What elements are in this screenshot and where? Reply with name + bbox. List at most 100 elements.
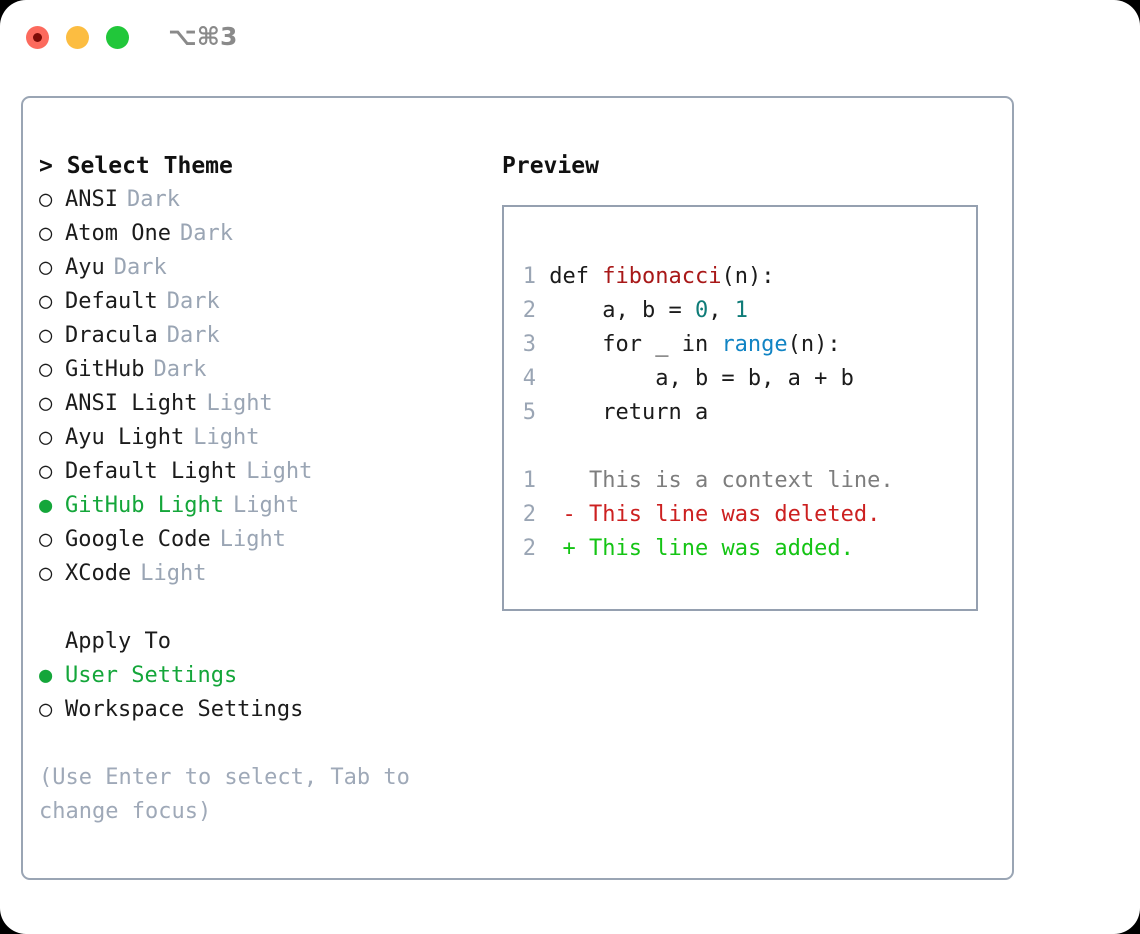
- apply-to-option-label: Workspace Settings: [65, 697, 304, 722]
- theme-variant-badge: Dark: [166, 323, 220, 348]
- theme-variant-badge: Light: [206, 391, 273, 416]
- radio-selected-icon[interactable]: ●: [39, 663, 53, 688]
- list-gap: [39, 591, 479, 625]
- theme-list-item[interactable]: ○ Ayu Dark: [39, 251, 479, 285]
- theme-variant-badge: Light: [232, 493, 300, 518]
- radio-unselected-icon[interactable]: ○: [39, 187, 53, 212]
- line-number: 5: [522, 400, 536, 425]
- radio-unselected-icon[interactable]: ○: [39, 289, 53, 314]
- theme-list-item[interactable]: ○ Ayu Light Light: [39, 421, 479, 455]
- theme-variant-badge: Light: [193, 425, 260, 450]
- close-window-button[interactable]: [26, 26, 49, 49]
- radio-unselected-icon[interactable]: ○: [39, 391, 53, 416]
- diff-text: This is a context line.: [589, 468, 894, 493]
- theme-variant-badge: Dark: [166, 289, 220, 314]
- diff-text: This line was deleted.: [589, 502, 881, 527]
- radio-unselected-icon[interactable]: ○: [39, 561, 53, 586]
- code-line: 4 a, b = b, a + b: [518, 362, 894, 396]
- theme-name: ANSI: [65, 187, 118, 212]
- line-number: 1: [522, 468, 536, 493]
- theme-list-item[interactable]: ○ XCode Light: [39, 557, 479, 591]
- code-token: a, b =: [549, 298, 695, 323]
- line-number: 4: [522, 366, 536, 391]
- theme-name: Ayu Light: [65, 425, 185, 450]
- theme-name: Ayu: [65, 255, 105, 280]
- code-line: 3 for _ in range(n):: [518, 328, 894, 362]
- code-token: (n):: [721, 264, 775, 289]
- radio-unselected-icon[interactable]: ○: [39, 357, 53, 382]
- code-token: fibonacci: [602, 264, 722, 289]
- code-token: return a: [549, 400, 709, 425]
- radio-unselected-icon[interactable]: ○: [39, 697, 53, 722]
- code-line: 2 a, b = 0, 1: [518, 294, 894, 328]
- theme-list-item[interactable]: ○ Dracula Dark: [39, 319, 479, 353]
- code-line: 1 def fibonacci(n):: [518, 260, 894, 294]
- line-number: 2: [522, 298, 536, 323]
- apply-to-list-item[interactable]: ● User Settings: [39, 659, 479, 693]
- line-number: 3: [522, 332, 536, 357]
- theme-name: GitHub Light: [65, 493, 224, 518]
- theme-variant-badge: Dark: [126, 187, 180, 212]
- diff-line: 2 - This line was deleted.: [518, 498, 894, 532]
- code-blank-line: [518, 430, 894, 464]
- radio-unselected-icon[interactable]: ○: [39, 255, 53, 280]
- minimize-window-button[interactable]: [66, 26, 89, 49]
- theme-variant-badge: Light: [219, 527, 286, 552]
- keyboard-hint: (Use Enter to select, Tab to change focu…: [39, 765, 424, 824]
- diff-marker: -: [562, 502, 589, 527]
- theme-list-item[interactable]: ○ Default Dark: [39, 285, 479, 319]
- radio-unselected-icon[interactable]: ○: [39, 459, 53, 484]
- apply-to-bullet-spacer: ○: [39, 625, 65, 659]
- theme-list-item[interactable]: ○ Default Light Light: [39, 455, 479, 489]
- apply-to-heading-row: ○ Apply To: [39, 625, 479, 659]
- code-line: 5 return a: [518, 396, 894, 430]
- title-bar: ⌥⌘3: [0, 0, 1140, 76]
- diff-line: 1 This is a context line.: [518, 464, 894, 498]
- theme-name: Atom One: [65, 221, 171, 246]
- line-number: 1: [522, 264, 536, 289]
- radio-unselected-icon[interactable]: ○: [39, 527, 53, 552]
- theme-list-item[interactable]: ○ ANSI Dark: [39, 183, 479, 217]
- theme-variant-badge: Light: [246, 459, 313, 484]
- apply-to-heading: Apply To: [65, 629, 171, 654]
- apply-to-list-item[interactable]: ○ Workspace Settings: [39, 693, 479, 727]
- diff-marker: +: [562, 536, 589, 561]
- keyboard-shortcut-label: ⌥⌘3: [168, 22, 238, 51]
- code-token: (n):: [787, 332, 841, 357]
- diff-text: This line was added.: [589, 536, 854, 561]
- theme-name: GitHub: [65, 357, 145, 382]
- line-number: 2: [522, 536, 536, 561]
- theme-name: Dracula: [65, 323, 158, 348]
- diff-line: 2 + This line was added.: [518, 532, 894, 566]
- traffic-light-buttons: [26, 26, 129, 49]
- code-token: ,: [708, 298, 735, 323]
- theme-name: XCode: [65, 561, 132, 586]
- radio-unselected-icon[interactable]: ○: [39, 425, 53, 450]
- theme-variant-badge: Dark: [113, 255, 167, 280]
- theme-name: Default Light: [65, 459, 238, 484]
- radio-unselected-icon[interactable]: ○: [39, 221, 53, 246]
- line-number: 2: [522, 502, 536, 527]
- radio-unselected-icon[interactable]: ○: [39, 323, 53, 348]
- code-token: 1: [734, 298, 748, 323]
- code-token: def: [549, 264, 603, 289]
- maximize-window-button[interactable]: [106, 26, 129, 49]
- theme-variant-badge: Light: [140, 561, 207, 586]
- theme-name: Default: [65, 289, 158, 314]
- apply-to-list[interactable]: ● User Settings ○ Workspace Settings: [39, 659, 479, 727]
- theme-list-item[interactable]: ● GitHub Light Light: [39, 489, 479, 523]
- radio-selected-icon[interactable]: ●: [39, 493, 53, 518]
- apply-to-option-label: User Settings: [65, 663, 238, 688]
- preview-column: Preview 1 def fibonacci(n):2 a, b = 0, 1…: [502, 149, 1002, 611]
- code-token: for _ in: [549, 332, 722, 357]
